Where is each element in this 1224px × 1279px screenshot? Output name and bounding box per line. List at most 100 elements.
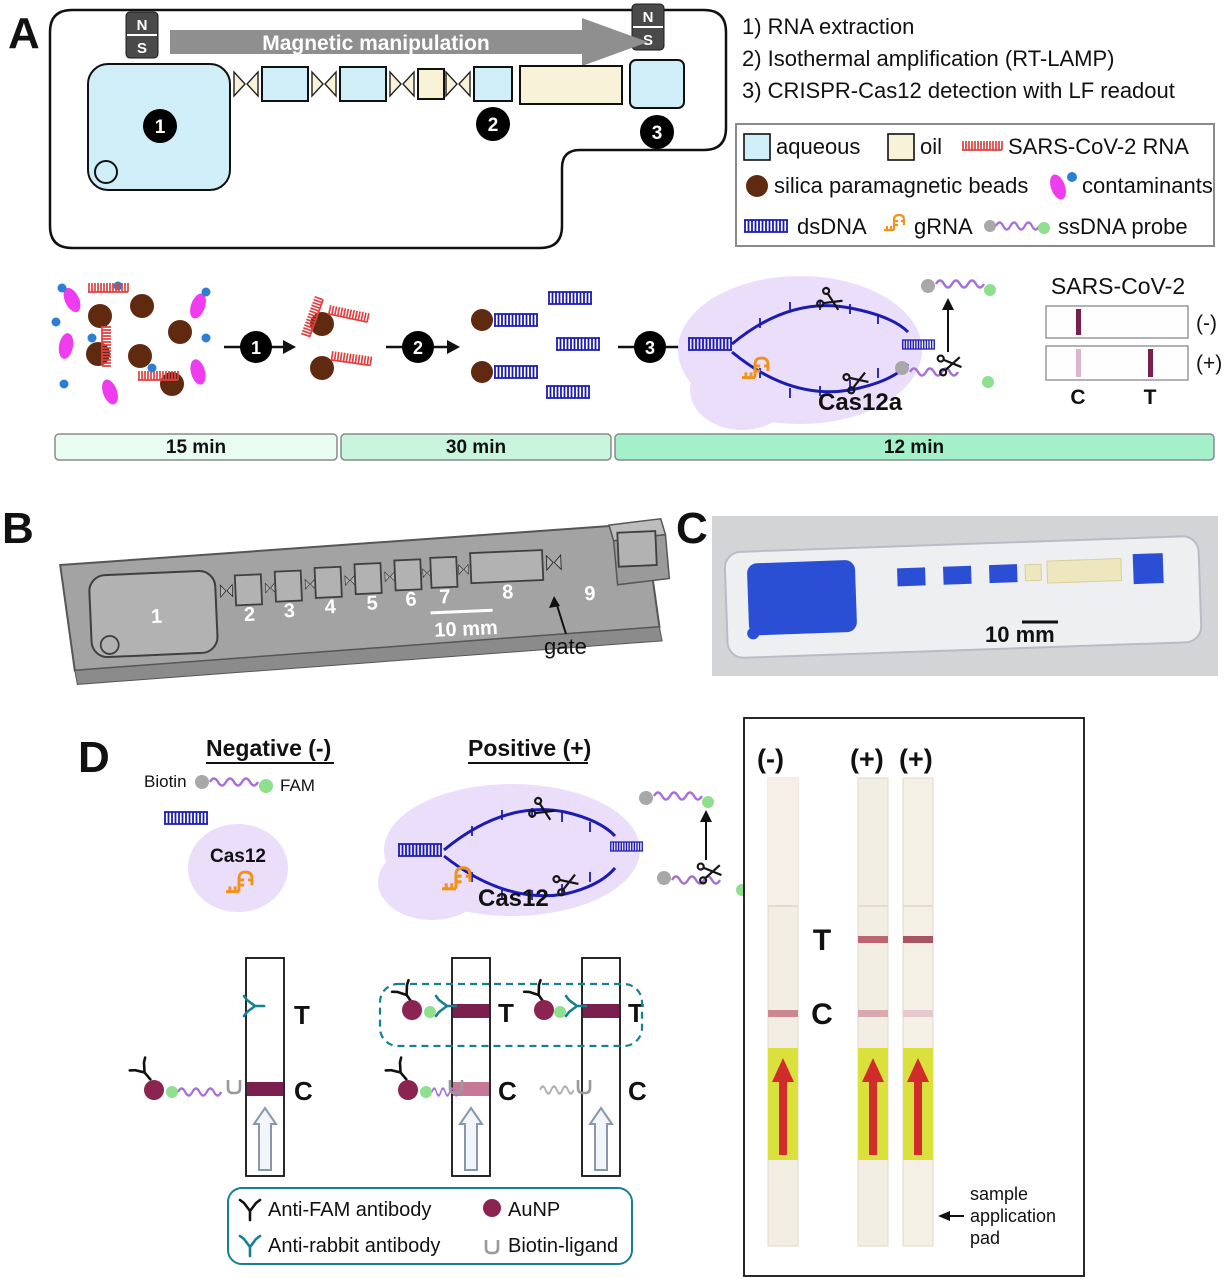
amplified-dsdna [471, 291, 601, 399]
step-3-text: 3) CRISPR-Cas12 detection with LF readou… [742, 78, 1175, 103]
readout-c-label: C [1070, 386, 1085, 409]
biotin-label: Biotin [144, 772, 187, 791]
cas12-neg-label: Cas12 [210, 846, 266, 867]
chip-render: 1 2 3 4 5 6 7 8 9 10 mm [59, 517, 671, 685]
cas12-pos-label: Cas12 [478, 885, 549, 912]
seq-step-3: 3 [645, 338, 655, 358]
legend-aunp: AuNP [508, 1199, 560, 1221]
chamber-4: 4 [324, 596, 337, 619]
photo-strip-positive-2 [902, 777, 934, 1247]
sample-mixture [51, 281, 211, 405]
legend-oil-label: oil [920, 134, 942, 159]
chamber-1: 1 [151, 606, 163, 628]
t-line-label: T [498, 998, 514, 1028]
chamber-6: 6 [405, 589, 417, 611]
magnetic-manipulation-label: Magnetic manipulation [262, 32, 490, 55]
legend-aqueous-label: aqueous [776, 134, 860, 159]
aqueous-swatch [743, 133, 771, 161]
chip-step-2: 2 [488, 115, 499, 136]
cleaved-probes-d [639, 791, 748, 896]
panel-b: B 1 2 3 4 5 6 7 8 9 10 mm [2, 504, 671, 685]
t-band [583, 1004, 619, 1018]
timeline-bar-2 [340, 433, 612, 461]
magnet-n-label: N [137, 17, 148, 34]
panel-c-scale: 10 mm [985, 620, 1058, 647]
flow-direction-arrow [252, 1106, 278, 1171]
photo-strip-negative [767, 777, 799, 1247]
legend-contaminants-label: contaminants [1082, 173, 1213, 198]
readout-t-label: T [1144, 386, 1157, 409]
t-line-label: T [294, 1000, 310, 1030]
seq-arrow-2: 2 [386, 331, 460, 363]
cas12a-complex: Cas12a [678, 276, 936, 430]
flow-direction-arrow [458, 1106, 484, 1171]
cas12-positive: Cas12 [378, 784, 644, 920]
fam-label: FAM [280, 776, 315, 795]
legend-box: aqueous oil SARS-CoV-2 RNA silica parama… [735, 123, 1215, 247]
panel-d-legend: Anti-FAM antibody AuNP Anti-rabbit antib… [227, 1187, 633, 1265]
cas12a-label: Cas12a [818, 389, 903, 416]
panel-c: C 10 mm [676, 504, 1218, 676]
c-band [247, 1082, 283, 1096]
legend-anti-rabbit: Anti-rabbit antibody [268, 1235, 440, 1257]
pos-c-band [1076, 349, 1081, 377]
pad-line-3: pad [970, 1228, 1000, 1248]
aunp-icon [483, 1199, 501, 1217]
gate-annotation: gate [544, 596, 587, 659]
workflow-steps: 1) RNA extraction 2) Isothermal amplific… [742, 14, 1175, 103]
neg-strip-label: (-) [1196, 312, 1217, 335]
c-line-label: C [628, 1076, 647, 1106]
panel-d-label: D [78, 733, 110, 782]
cleaved-probes [895, 279, 996, 388]
magnet-s-label: S [137, 40, 147, 57]
panel-b-scalebar: 10 mm [434, 617, 498, 642]
positive-title: Positive (+) [468, 735, 591, 761]
pos-t-band [1148, 349, 1153, 377]
gate-label: gate [544, 634, 587, 659]
step-1-text: 1) RNA extraction [742, 14, 914, 39]
t-band [453, 1004, 489, 1018]
seq-arrow-1: 1 [224, 331, 296, 363]
photo-t-label: T [813, 924, 831, 957]
timeline-bar-1 [54, 433, 338, 461]
timeline-15min: 15 min [166, 437, 226, 458]
magnet-s-label: S [643, 32, 653, 49]
pos-strip-label: (+) [1196, 352, 1222, 375]
timeline-30min: 30 min [446, 437, 506, 458]
c-line-label: C [498, 1076, 517, 1106]
oil-swatch [887, 133, 915, 161]
sample-pad-annotation: sample application pad [938, 1184, 1056, 1248]
timeline-bar-3 [614, 433, 1215, 461]
photo-pos1-label: (+) [850, 744, 884, 774]
photo-strip-positive-1 [857, 777, 889, 1247]
legend-anti-fam: Anti-FAM antibody [268, 1199, 431, 1221]
lf-readout: SARS-CoV-2 (-) (+) C T [1045, 273, 1222, 409]
legend-rna-label: SARS-CoV-2 RNA [1008, 134, 1189, 159]
chip-step-1: 1 [155, 117, 166, 138]
neg-c-band [1076, 309, 1081, 335]
panel-c-scalebar: 10 mm [985, 622, 1055, 647]
seq-step-2: 2 [413, 338, 423, 358]
timeline: 15 min 30 min 12 min [54, 433, 1215, 461]
chamber-5: 5 [366, 592, 378, 614]
pad-line-1: sample [970, 1184, 1028, 1204]
cas12-negative: Cas12 [188, 824, 288, 912]
negative-title: Negative (-) [206, 735, 331, 761]
strip-schematic-positive-2: T C [522, 957, 647, 1177]
beads-with-rna [300, 295, 373, 380]
panel-a: A N S N S Magnetic manipulation 1 2 3 [8, 3, 1222, 461]
legend-probe-label: ssDNA probe [1058, 214, 1188, 239]
step-2-text: 2) Isothermal amplification (RT-LAMP) [742, 46, 1115, 71]
probe-schematic: Biotin FAM [144, 772, 315, 825]
chip-step-3: 3 [652, 123, 663, 144]
timeline-12min: 12 min [884, 437, 944, 458]
panel-d: D Negative (-) Positive (+) Biotin FAM C… [78, 717, 1085, 1277]
flow-direction-arrow [588, 1106, 614, 1171]
chamber-9: 9 [584, 583, 596, 605]
photo-pos2-label: (+) [899, 744, 933, 774]
biotin-ligand-icon [226, 1078, 242, 1095]
chip-outline [48, 8, 728, 250]
magnet-n-label: N [643, 9, 654, 26]
